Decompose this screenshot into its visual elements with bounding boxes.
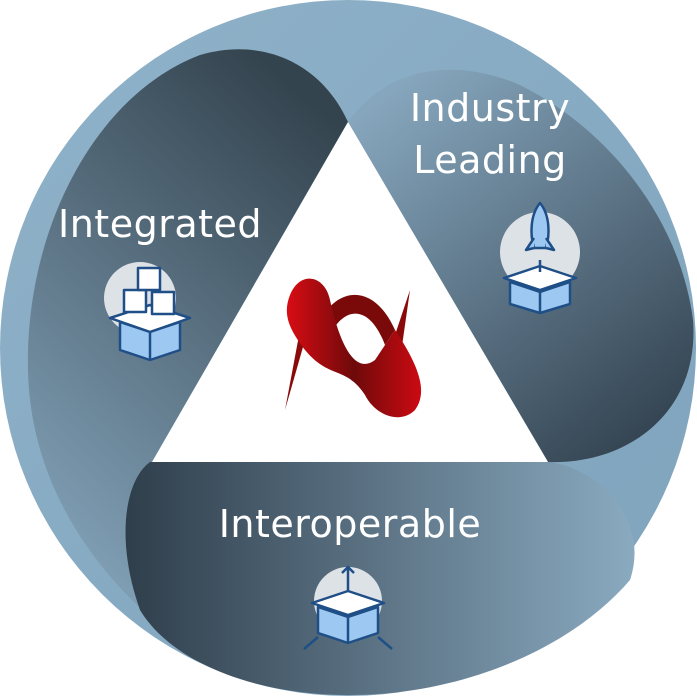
band-interoperable — [125, 462, 635, 695]
stacked-boxes-icon — [104, 262, 192, 362]
rocket-box-icon — [500, 201, 580, 315]
open-box-arrows-icon — [303, 565, 393, 650]
red-ribbon-logo — [285, 278, 422, 418]
center-triangle — [152, 122, 548, 462]
label-interoperable: Interoperable — [218, 502, 482, 546]
label-industry-leading: Industry Leading — [390, 82, 590, 186]
label-line: Industry — [409, 86, 571, 130]
label-line: Leading — [413, 138, 567, 182]
band-integrated — [27, 49, 349, 630]
label-integrated: Integrated — [58, 202, 262, 246]
